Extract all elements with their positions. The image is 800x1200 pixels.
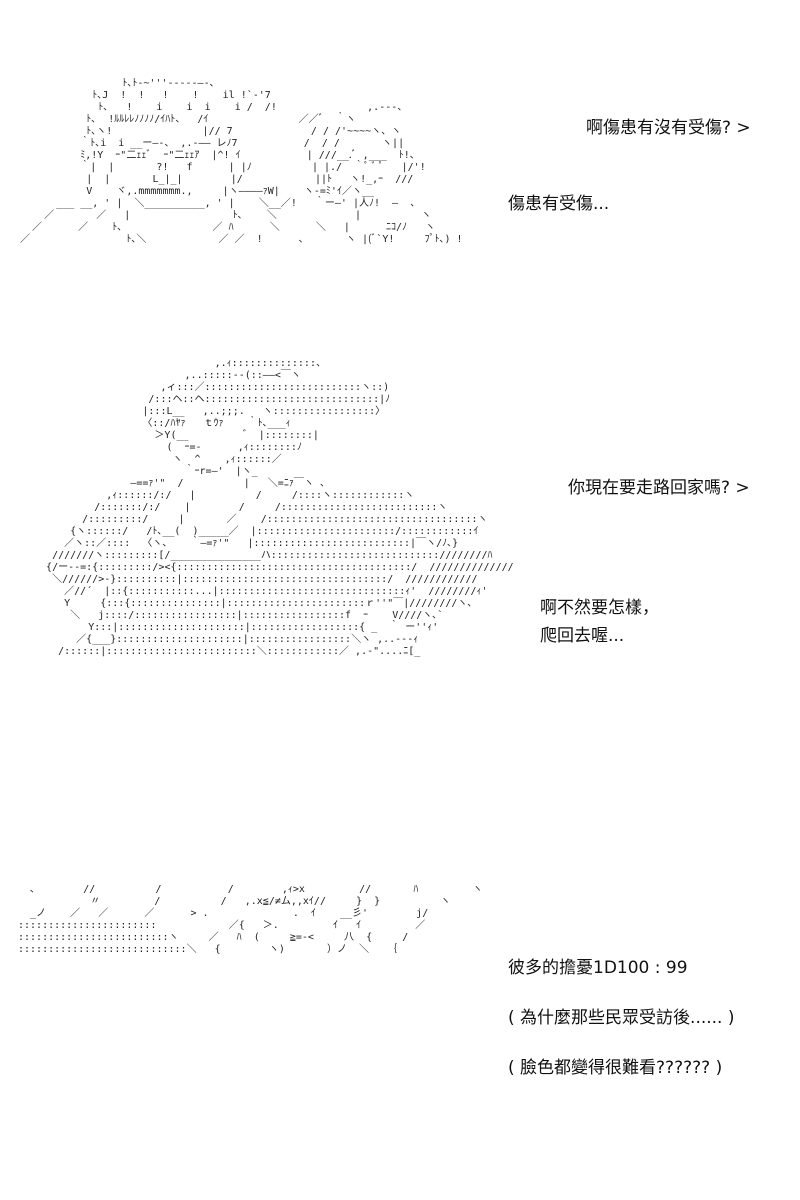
dialogue-answer-line-1: 啊不然要怎樣， [540,598,659,618]
panel-3: ､ // / / ,ｨ>x // ﾊ ヽ 〃 / / ,.x≦/≠ム,,xｲ//… [0,870,800,1170]
ascii-art-two-men: ﾄ､ﾄ-~'''--‐-‐―-､ ﾄ､J ! ! ! ! il !`-'7 ﾄ､… [20,78,463,245]
dice-roll-worry: 彼多的擔憂1D100 : 99 [508,958,688,978]
dialogue-answer-line-2: 爬回去喔... [540,626,625,646]
dialogue-answer-injury: 傷患有受傷... [508,194,610,214]
dialogue-question-injury: 啊傷患有沒有受傷? > [586,118,751,138]
ascii-art-large-man: ,.ｨ::::::::::::::、 ,..:::::-‐(::――<￣ヽ ,ィ… [46,358,514,657]
thought-line-2: ( 臉色都變得很難看?????? ) [508,1058,723,1078]
ascii-art-worried-woman: ､ // / / ,ｨ>x // ﾊ ヽ 〃 / / ,.x≦/≠ム,,xｲ//… [18,884,483,955]
dialogue-question-walk-home: 你現在要走路回家嗎? > [568,478,750,498]
panel-1: ﾄ､ﾄ-~'''--‐-‐―-､ ﾄ､J ! ! ! ! il !`-'7 ﾄ､… [0,60,800,350]
thought-line-1: ( 為什麼那些民眾受訪後...... ) [508,1008,735,1028]
panel-2: ,.ｨ::::::::::::::、 ,..:::::-‐(::――<￣ヽ ,ィ… [0,350,800,850]
